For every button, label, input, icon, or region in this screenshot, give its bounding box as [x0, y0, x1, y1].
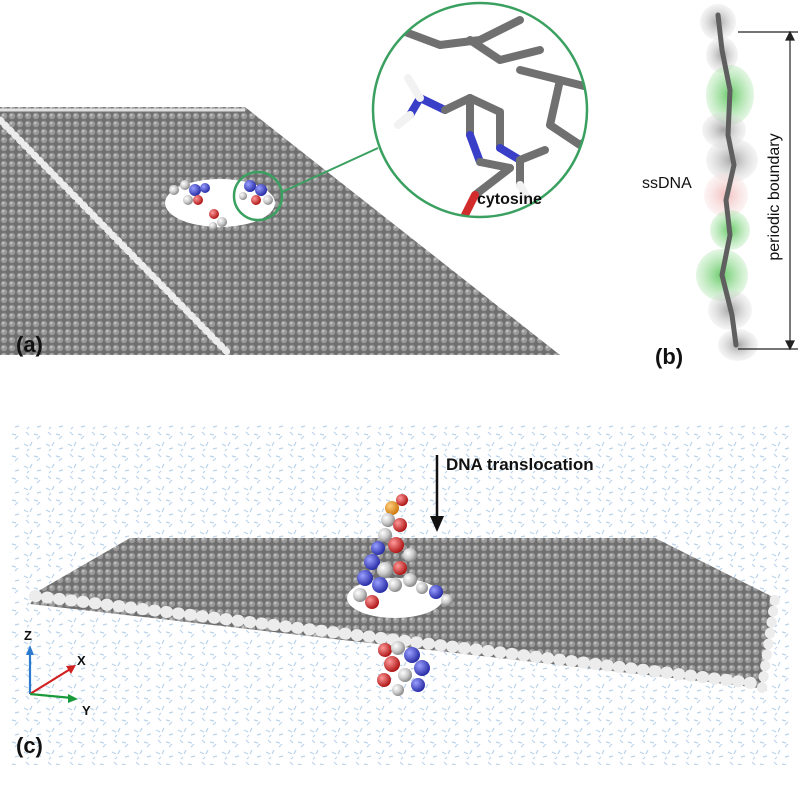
zoom-selection-ring: [232, 170, 284, 222]
graphene-sheet-a: [0, 107, 560, 355]
ssdna-strand: [696, 4, 758, 361]
panel-label-b: (b): [655, 344, 684, 369]
nanopore-a: [165, 179, 275, 230]
graphene-edge-a: [0, 108, 245, 359]
periodic-boundary-marker: [738, 30, 798, 351]
aromatic-ring-background: [396, 16, 587, 149]
axis-label-x: X: [77, 653, 86, 668]
axis-label-y: Y: [82, 703, 91, 718]
panel-label-a: (a): [16, 332, 43, 357]
x-axis-arrow: [29, 667, 73, 695]
ssdna-label: ssDNA: [642, 175, 692, 192]
dna-translocation-label: DNA translocation: [446, 455, 594, 474]
panel-c: [10, 425, 790, 765]
cytosine-label: cytosine: [477, 191, 542, 208]
axis-label-z: Z: [24, 628, 32, 643]
y-axis-arrow: [29, 692, 73, 700]
axes-triad: [26, 645, 78, 703]
translocation-arrow: [430, 455, 444, 532]
panel-label-c: (c): [16, 733, 43, 758]
panel-a: [0, 1, 589, 359]
zoom-connector: [281, 147, 379, 193]
cytosine-zoom-inset: [371, 1, 589, 219]
periodic-boundary-label: periodic boundary: [766, 133, 783, 261]
dna-molecule-c: [353, 494, 453, 696]
panel-b: [696, 4, 798, 361]
cytosine-molecule: [394, 74, 549, 217]
graphene-edge-c: [29, 590, 766, 690]
